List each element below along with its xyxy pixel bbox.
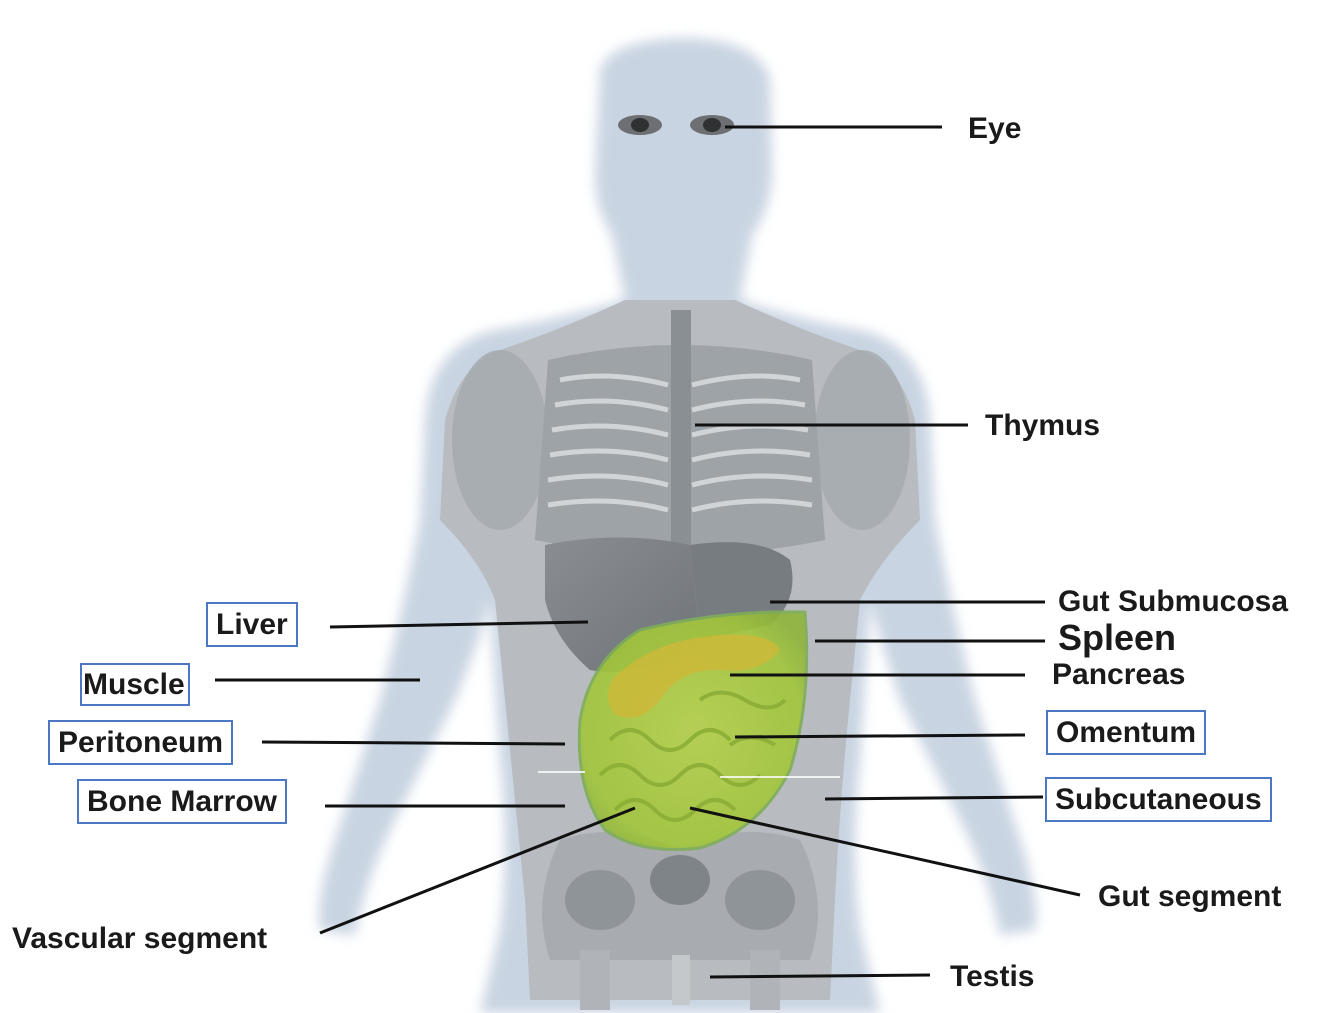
label-gut-submucosa: Gut Submucosa: [1058, 587, 1288, 617]
label-gut-segment: Gut segment: [1098, 882, 1281, 912]
label-peritoneum: Peritoneum: [48, 720, 233, 765]
leader-testis: [710, 975, 930, 977]
leader-omentum: [735, 735, 1025, 737]
label-testis: Testis: [950, 962, 1034, 992]
label-spleen: Spleen: [1058, 620, 1176, 656]
label-eye: Eye: [968, 114, 1021, 144]
label-subcutaneous: Subcutaneous: [1045, 777, 1272, 822]
leader-subcutaneous: [825, 797, 1043, 799]
label-pancreas: Pancreas: [1052, 660, 1185, 690]
leader-peritoneum: [262, 742, 565, 744]
label-thymus: Thymus: [985, 411, 1100, 441]
label-vascular-segment: Vascular segment: [12, 924, 267, 954]
label-omentum: Omentum: [1046, 710, 1206, 755]
label-liver: Liver: [206, 602, 298, 647]
label-muscle: Muscle: [80, 663, 190, 706]
label-bone-marrow: Bone Marrow: [77, 779, 287, 824]
